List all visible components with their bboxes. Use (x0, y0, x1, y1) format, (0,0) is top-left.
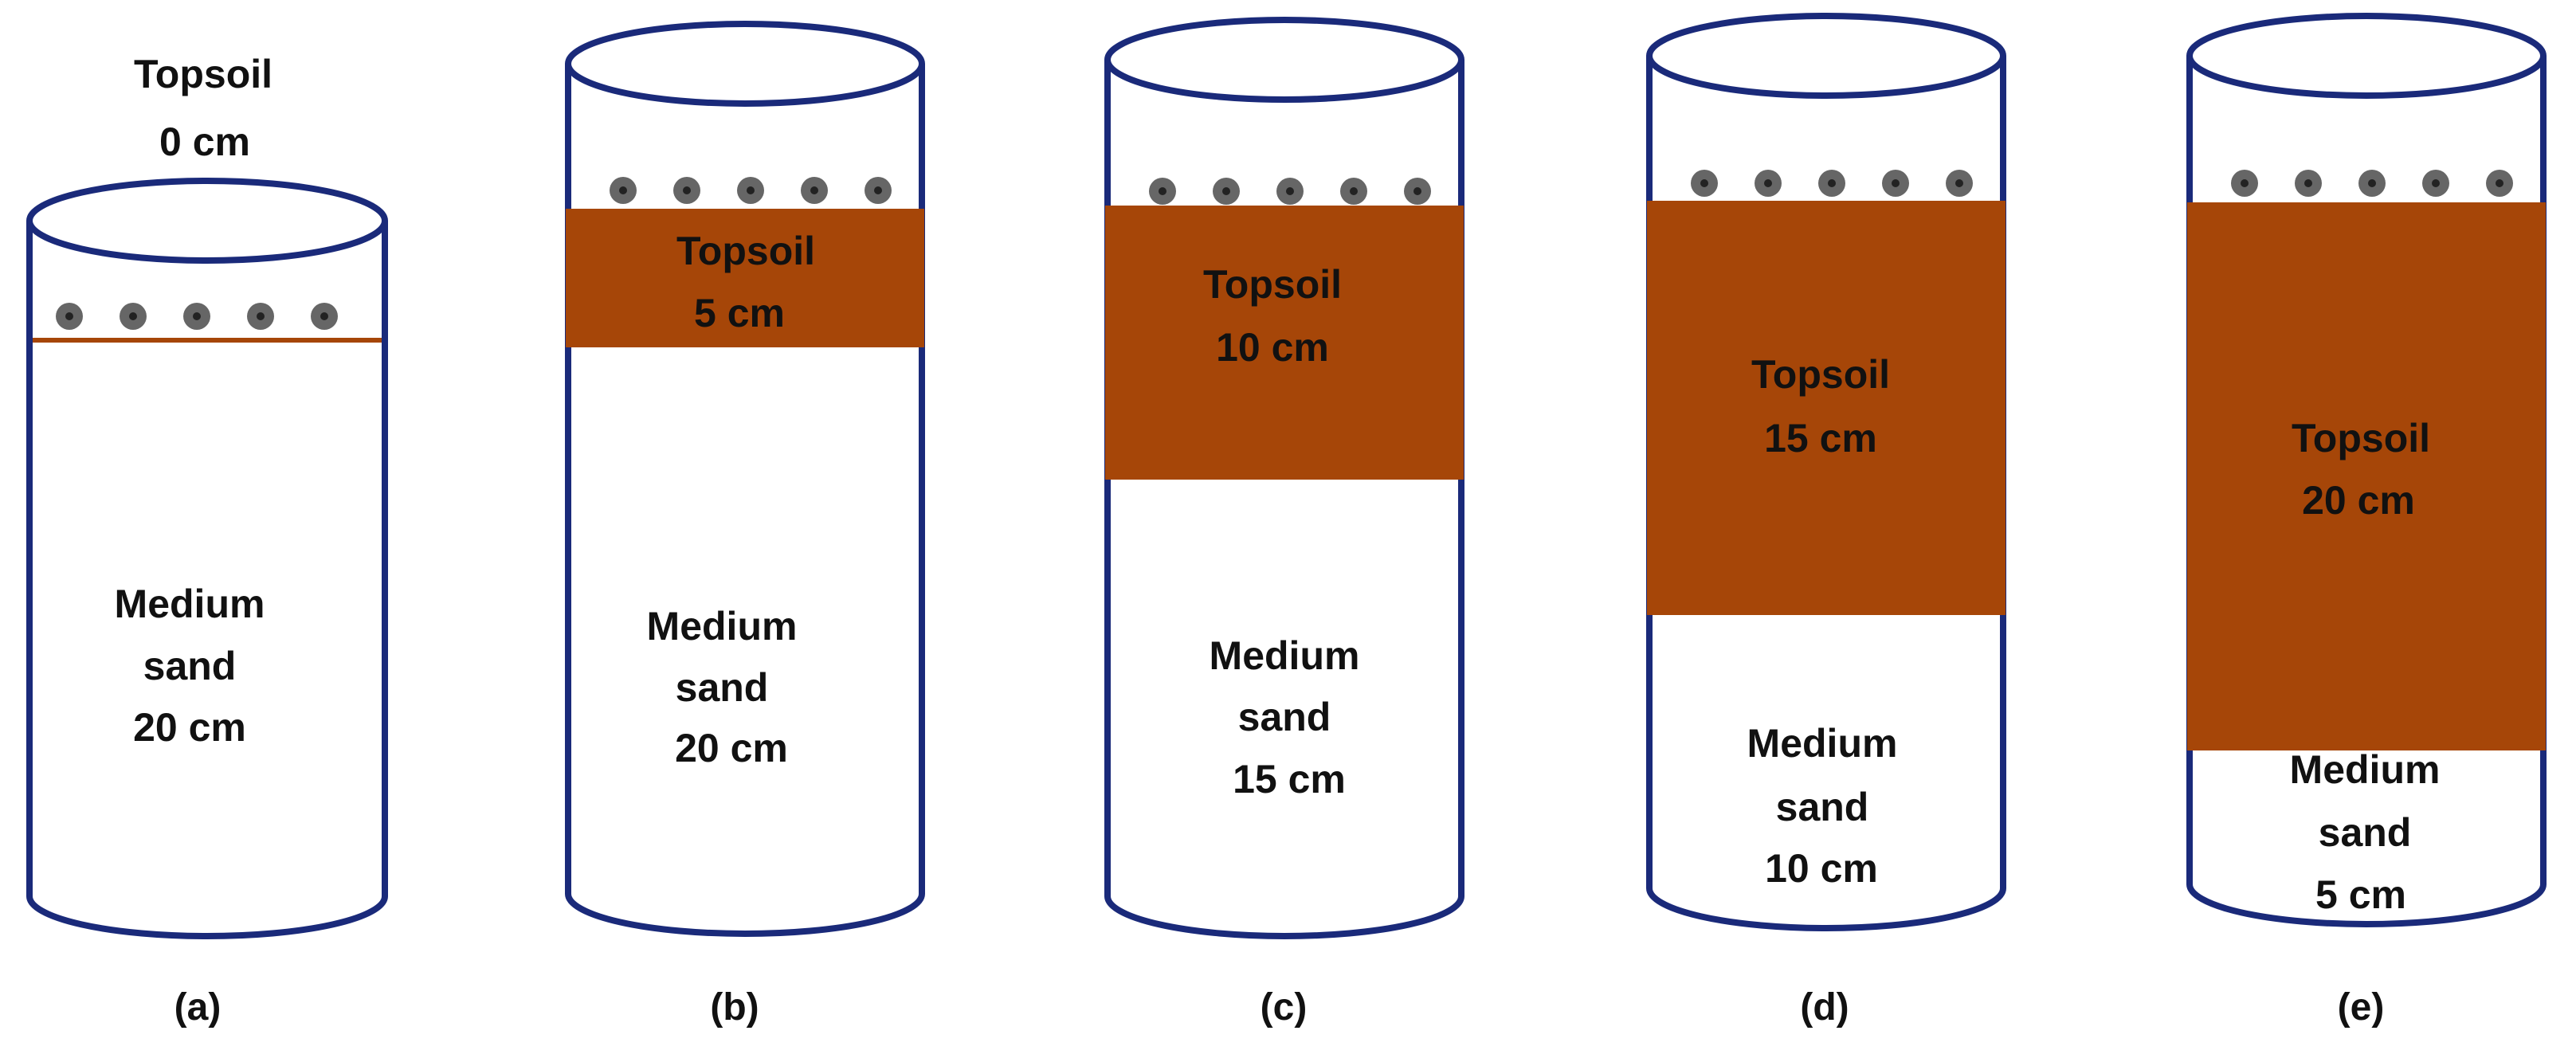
sand-label-line2: sand (676, 665, 769, 710)
seed-center (619, 186, 627, 194)
topsoil-layer (1105, 206, 1464, 480)
seed-row (610, 177, 892, 204)
cylinder-rim (565, 21, 925, 107)
topsoil-label: Topsoil (1203, 262, 1342, 307)
column-c: Topsoil 10 cm Medium sand 15 cm (c) (1104, 17, 1464, 1029)
sand-label-line2: sand (1238, 695, 1331, 739)
seed-center (1700, 179, 1708, 187)
topsoil-label: Topsoil (676, 229, 815, 273)
seed-center (129, 312, 137, 320)
sand-depth: 20 cm (133, 705, 246, 750)
caption-c: (c) (1261, 986, 1308, 1029)
sand-label-line2: sand (143, 644, 237, 688)
sand-depth: 15 cm (1233, 757, 1346, 801)
seed-center (1159, 187, 1166, 195)
cylinder-rim (1646, 13, 2006, 99)
topsoil-label: Topsoil (1751, 352, 1890, 397)
topsoil-layer (2187, 202, 2546, 750)
seed-center (1828, 179, 1836, 187)
seed-center (874, 186, 882, 194)
cylinder-body (26, 221, 388, 939)
topsoil-layer (566, 209, 924, 347)
seed-center (2496, 179, 2503, 187)
sand-label-line1: Medium (1747, 721, 1898, 766)
seed-center (65, 312, 73, 320)
topsoil-depth: 5 cm (694, 291, 785, 335)
topsoil-depth: 0 cm (159, 120, 250, 164)
column-a: Topsoil 0 cm Medium sand 20 cm (a) (26, 52, 388, 1029)
column-b: Topsoil 5 cm Medium sand 20 cm (b) (565, 21, 925, 1029)
seed-center (1222, 187, 1230, 195)
seed-center (2241, 179, 2249, 187)
seed-row (1149, 178, 1431, 205)
caption-e: (e) (2338, 986, 2385, 1029)
sand-depth: 20 cm (675, 726, 788, 770)
topsoil-label: Topsoil (2292, 416, 2430, 460)
sand-label-line1: Medium (1210, 633, 1360, 678)
seed-center (257, 312, 265, 320)
seed-center (1350, 187, 1358, 195)
seed-center (1764, 179, 1772, 187)
seed-center (193, 312, 201, 320)
caption-a: (a) (174, 986, 222, 1029)
topsoil-depth: 10 cm (1216, 325, 1329, 370)
sand-label-line2: sand (1776, 785, 1869, 829)
cylinder-rim (2186, 13, 2547, 99)
seed-center (1286, 187, 1294, 195)
seed-center (1955, 179, 1963, 187)
sand-label-line1: Medium (2290, 747, 2441, 792)
column-e: Topsoil 20 cm Medium sand 5 cm (e) (2186, 13, 2547, 1029)
cylinder-rim (26, 178, 388, 264)
sand-label-line2: sand (2319, 810, 2412, 855)
seed-center (1892, 179, 1900, 187)
caption-d: (d) (1800, 986, 1849, 1029)
seed-center (747, 186, 755, 194)
sand-depth: 10 cm (1765, 846, 1878, 891)
seed-center (320, 312, 328, 320)
caption-b: (b) (710, 986, 759, 1029)
seed-row (2231, 170, 2513, 197)
column-d: Topsoil 15 cm Medium sand 10 cm (d) (1646, 13, 2006, 1029)
seed-center (2304, 179, 2312, 187)
topsoil-label: Topsoil (134, 52, 272, 96)
topsoil-layer (1647, 201, 2006, 615)
seed-row (56, 303, 338, 330)
sand-label-line1: Medium (115, 582, 265, 626)
sand-depth: 5 cm (2315, 872, 2406, 917)
sand-label-line1: Medium (647, 604, 798, 649)
topsoil-depth: 15 cm (1764, 416, 1877, 460)
seed-center (1413, 187, 1421, 195)
seed-row (1691, 170, 1973, 197)
seed-center (2432, 179, 2440, 187)
cylinder-rim (1104, 17, 1464, 103)
seed-center (683, 186, 691, 194)
topsoil-depth: 20 cm (2302, 478, 2415, 523)
seed-center (2368, 179, 2376, 187)
seed-center (810, 186, 818, 194)
